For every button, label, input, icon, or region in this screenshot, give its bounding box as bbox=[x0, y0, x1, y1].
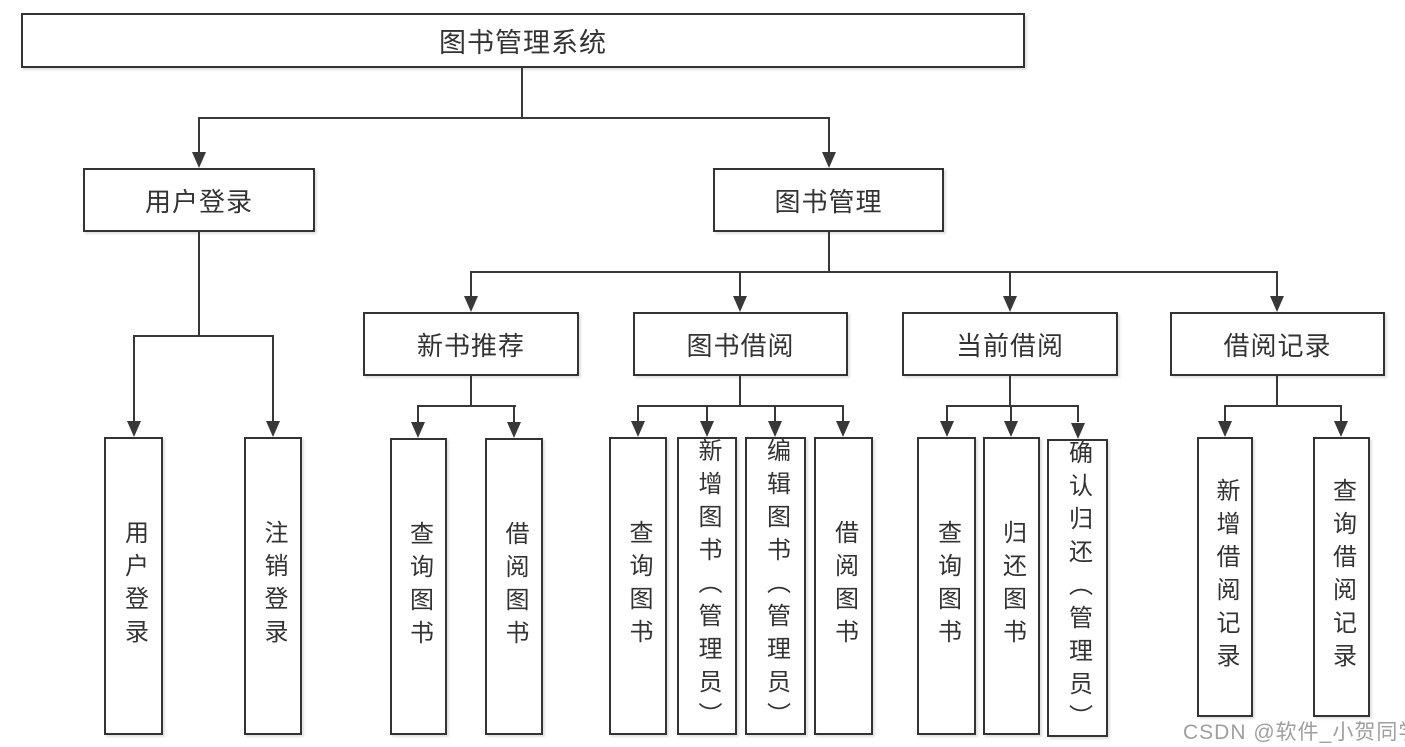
connector-line bbox=[133, 335, 274, 337]
connector-line bbox=[513, 405, 515, 423]
connector-line bbox=[417, 405, 516, 407]
leaf-logout: 注销登录 bbox=[244, 437, 302, 735]
connector-line bbox=[1010, 405, 1012, 422]
connector-line bbox=[828, 232, 830, 273]
connector-line bbox=[417, 405, 419, 423]
leaf-query-books-borrow: 查询图书 bbox=[609, 437, 667, 735]
leaf-user-login: 用户登录 bbox=[104, 437, 163, 735]
connector-line bbox=[1224, 405, 1226, 422]
leaf-borrow-books-label: 借阅图书 bbox=[830, 520, 858, 652]
node-root-label: 图书管理系统 bbox=[439, 28, 607, 58]
arrow-down bbox=[836, 421, 850, 437]
connector-line bbox=[637, 405, 639, 422]
arrow-down bbox=[1004, 421, 1018, 437]
connector-line bbox=[198, 232, 200, 336]
node-user-login: 用户登录 bbox=[83, 168, 315, 232]
leaf-add-book-admin: 新增图书（管理员） bbox=[677, 437, 737, 735]
leaf-add-book-admin-label: 新增图书（管理员） bbox=[694, 437, 721, 735]
node-root: 图书管理系统 bbox=[21, 13, 1025, 68]
connector-line bbox=[470, 376, 472, 406]
leaf-borrow-books-recommend-label: 借阅图书 bbox=[501, 520, 528, 653]
connector-line bbox=[1276, 376, 1278, 406]
arrow-down bbox=[266, 421, 280, 437]
arrow-down bbox=[940, 421, 954, 437]
connector-line bbox=[946, 405, 948, 422]
node-borrow-records: 借阅记录 bbox=[1170, 312, 1385, 376]
node-book-management: 图书管理 bbox=[713, 168, 944, 232]
leaf-query-books-recommend: 查询图书 bbox=[390, 438, 447, 735]
arrow-down bbox=[1218, 421, 1232, 437]
arrow-down bbox=[700, 421, 714, 437]
leaf-user-login-label: 用户登录 bbox=[120, 520, 148, 652]
connector-line bbox=[946, 405, 1079, 407]
leaf-query-books-current: 查询图书 bbox=[917, 437, 976, 735]
arrow-down bbox=[1071, 423, 1085, 439]
arrow-down bbox=[733, 296, 747, 312]
arrow-down bbox=[507, 422, 521, 438]
arrow-down bbox=[1334, 421, 1348, 437]
connector-line bbox=[133, 335, 135, 422]
arrow-down bbox=[1270, 296, 1284, 312]
leaf-edit-book-admin-label: 编辑图书（管理员） bbox=[762, 437, 790, 735]
node-book-borrow: 图书借阅 bbox=[633, 312, 848, 376]
leaf-query-books-recommend-label: 查询图书 bbox=[405, 520, 433, 653]
arrow-down bbox=[768, 421, 782, 437]
connector-line bbox=[706, 405, 708, 422]
connector-line bbox=[272, 335, 274, 422]
arrow-down bbox=[127, 421, 141, 437]
connector-line bbox=[637, 405, 844, 407]
connector-line bbox=[739, 376, 741, 406]
arrow-down bbox=[631, 421, 645, 437]
connector-line bbox=[828, 117, 830, 153]
leaf-return-books: 归还图书 bbox=[983, 437, 1040, 735]
connector-line bbox=[1276, 271, 1278, 297]
arrow-down bbox=[464, 296, 478, 312]
node-borrow-records-label: 借阅记录 bbox=[1223, 330, 1332, 361]
leaf-query-books-borrow-label: 查询图书 bbox=[625, 520, 652, 652]
leaf-edit-book-admin: 编辑图书（管理员） bbox=[745, 437, 806, 735]
connector-line bbox=[1224, 405, 1342, 407]
connector-line bbox=[470, 271, 472, 297]
arrow-down bbox=[411, 422, 425, 438]
arrow-down bbox=[822, 152, 836, 168]
leaf-add-borrow-record: 新增借阅记录 bbox=[1197, 437, 1253, 717]
arrow-down bbox=[192, 152, 206, 168]
connector-line bbox=[521, 68, 523, 118]
leaf-query-borrow-record-label: 查询借阅记录 bbox=[1328, 478, 1356, 676]
leaf-add-borrow-record-label: 新增借阅记录 bbox=[1212, 478, 1239, 676]
leaf-logout-label: 注销登录 bbox=[260, 520, 287, 652]
node-user-login-label: 用户登录 bbox=[144, 186, 253, 217]
connector-line bbox=[198, 117, 200, 153]
csdn-watermark: CSDN @软件_小贺同学 bbox=[1183, 721, 1405, 744]
leaf-confirm-return-admin: 确认归还（管理员） bbox=[1047, 439, 1108, 737]
connector-line bbox=[1009, 271, 1011, 297]
connector-line bbox=[739, 271, 741, 297]
connector-line bbox=[1340, 405, 1342, 422]
node-new-book-recommend: 新书推荐 bbox=[363, 312, 579, 376]
connector-line bbox=[842, 405, 844, 422]
leaf-borrow-books: 借阅图书 bbox=[814, 437, 873, 735]
node-new-book-recommend-label: 新书推荐 bbox=[416, 330, 525, 361]
node-book-borrow-label: 图书借阅 bbox=[686, 330, 795, 361]
connector-line bbox=[1009, 376, 1011, 406]
leaf-confirm-return-admin-label: 确认归还（管理员） bbox=[1064, 439, 1092, 737]
connector-line bbox=[198, 117, 830, 119]
node-book-management-label: 图书管理 bbox=[774, 186, 883, 217]
leaf-query-books-current-label: 查询图书 bbox=[933, 520, 961, 652]
connector-line bbox=[774, 405, 776, 422]
node-current-borrow: 当前借阅 bbox=[902, 312, 1118, 376]
arrow-down bbox=[1003, 296, 1017, 312]
leaf-query-borrow-record: 查询借阅记录 bbox=[1313, 437, 1370, 717]
leaf-return-books-label: 归还图书 bbox=[998, 520, 1026, 652]
connector-line bbox=[1077, 405, 1079, 422]
leaf-borrow-books-recommend: 借阅图书 bbox=[485, 438, 543, 735]
connector-line bbox=[470, 271, 1278, 273]
node-current-borrow-label: 当前借阅 bbox=[955, 330, 1064, 361]
